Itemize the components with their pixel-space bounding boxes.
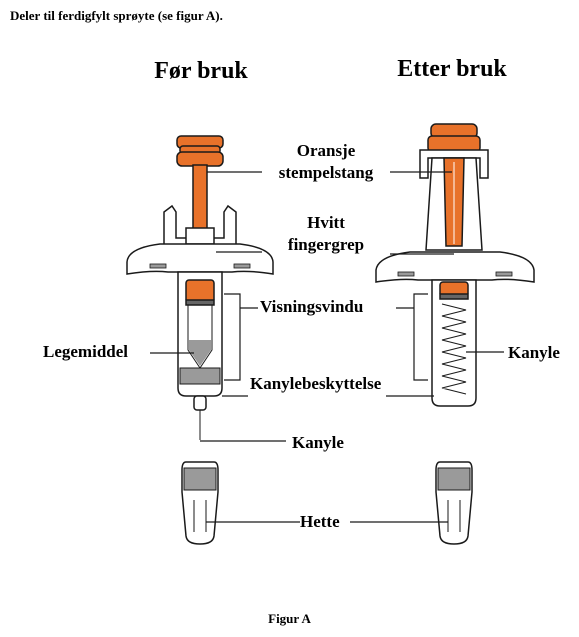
- label-viewing-window: Visningsvindu: [260, 297, 364, 316]
- label-grip-line1: Hvitt: [307, 213, 345, 232]
- label-cap: Hette: [300, 512, 340, 531]
- cap-before: [181, 461, 219, 545]
- needle-hub-before: [193, 395, 207, 411]
- label-needle-guard: Kanylebeskyttelse: [250, 374, 382, 393]
- plunger-head-after: [427, 123, 481, 153]
- figure-heading: Deler til ferdigfylt sprøyte (se figur A…: [10, 8, 223, 23]
- label-medicine: Legemiddel: [43, 342, 128, 361]
- label-needle-right: Kanyle: [508, 343, 560, 362]
- title-before-use: Før bruk: [154, 58, 248, 84]
- title-after-use: Etter bruk: [397, 56, 507, 82]
- spring-after: [441, 303, 467, 395]
- label-grip-line2: fingergrep: [287, 235, 365, 254]
- label-plunger-rod: Oransje stempelstang: [264, 140, 388, 184]
- cap-after: [435, 461, 473, 545]
- leader-lines: [150, 171, 504, 523]
- plunger-rod-before: [192, 164, 208, 238]
- syringe-after-use: [375, 123, 535, 407]
- medicine-fill: [189, 340, 211, 366]
- stopper-before: [185, 279, 215, 303]
- needle-guard-band-before: [179, 367, 221, 385]
- label-finger-grip: Hvitt fingergrep: [264, 212, 388, 256]
- figure-caption: Figur A: [268, 611, 311, 626]
- syringe-before-use: [126, 135, 274, 440]
- plunger-head-before: [176, 135, 224, 167]
- label-plunger-line1: Oransje: [296, 141, 356, 160]
- finger-grip-before: [126, 243, 274, 275]
- top-housing-after: [419, 149, 489, 179]
- finger-grip-after: [375, 251, 535, 283]
- label-needle-bottom: Kanyle: [292, 433, 344, 452]
- label-plunger-line2: stempelstang: [278, 163, 374, 182]
